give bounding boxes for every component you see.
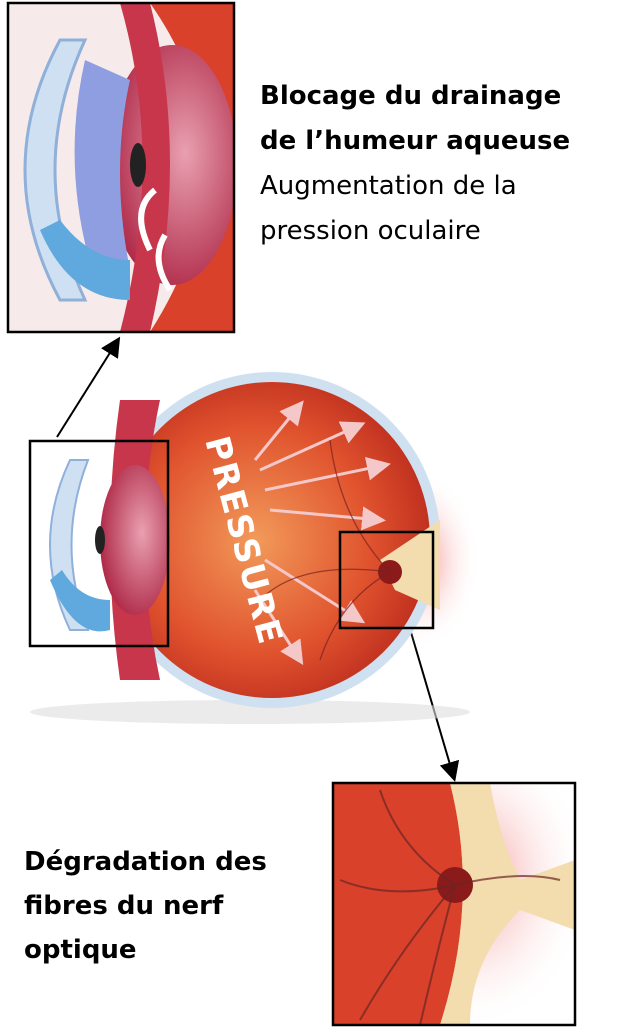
- nerve-caption-line3: optique: [24, 935, 137, 965]
- caption-subtitle-line1: Augmentation de la: [260, 171, 517, 201]
- drainage-caption: Blocage du drainage de l’humeur aqueuse …: [260, 74, 570, 254]
- caption-subtitle-line2: pression oculaire: [260, 216, 481, 246]
- highlight-box-nerve: [338, 530, 435, 630]
- nerve-caption-line1: Dégradation des: [24, 847, 267, 877]
- inset-frame-top: [6, 1, 236, 334]
- nerve-caption-line2: fibres du nerf: [24, 891, 224, 921]
- caption-title-line1: Blocage du drainage: [260, 81, 562, 111]
- highlight-box-front: [28, 439, 170, 648]
- arrow-to-top-inset: [56, 336, 121, 438]
- optic-nerve-inset: [333, 783, 575, 1025]
- nerve-caption: Dégradation des fibres du nerf optique: [24, 840, 267, 972]
- drainage-inset: [8, 3, 234, 332]
- arrow-to-bottom-inset: [409, 628, 460, 782]
- inset-frame-bottom: [331, 781, 577, 1027]
- caption-title-line2: de l’humeur aqueuse: [260, 126, 571, 156]
- eye-cross-section: PRESSURE: [30, 372, 480, 724]
